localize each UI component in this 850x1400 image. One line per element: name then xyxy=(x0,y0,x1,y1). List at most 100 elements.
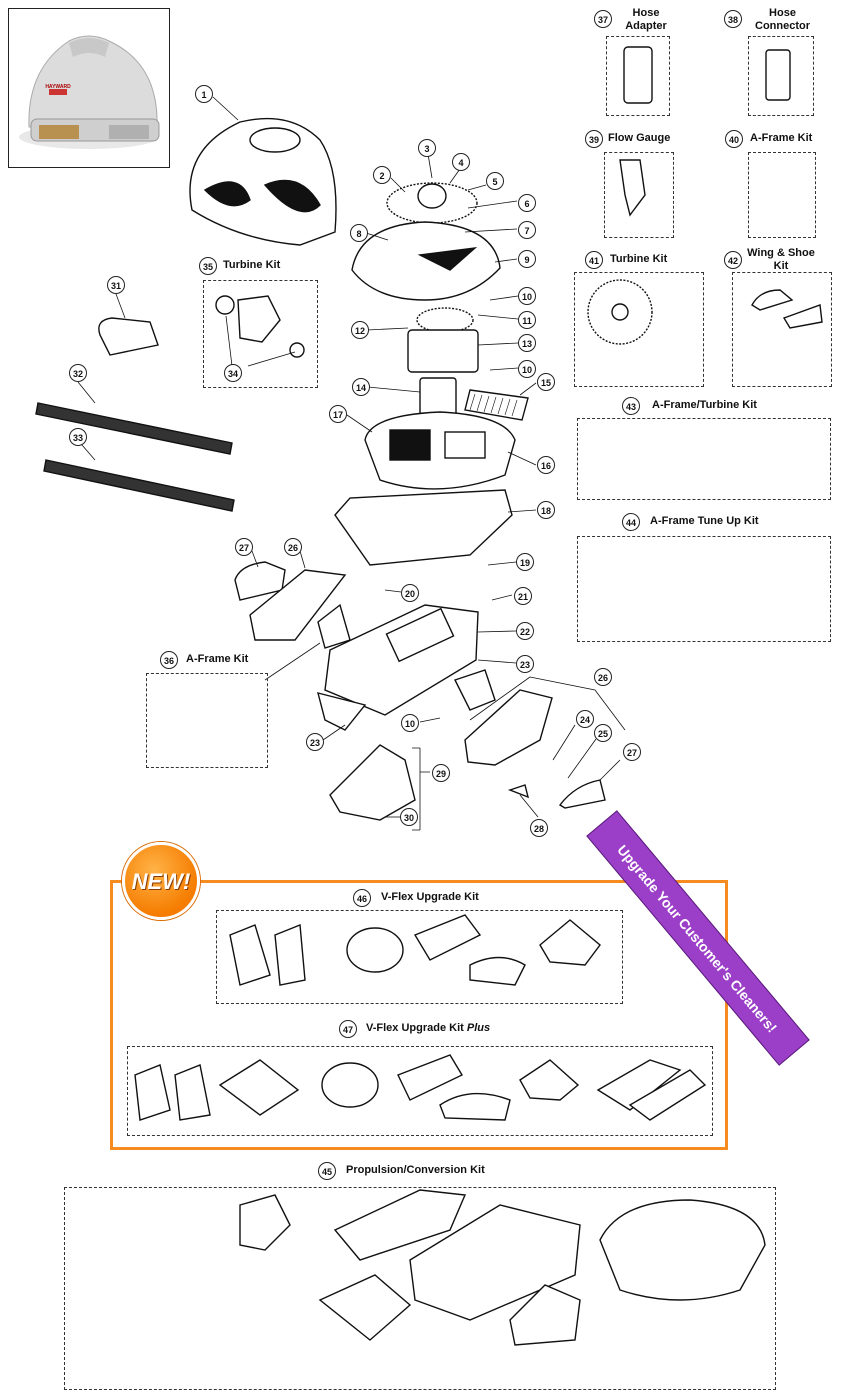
hose-part xyxy=(35,402,233,455)
kit-label-37: Hose Adapter xyxy=(625,7,667,32)
new-badge: NEW! xyxy=(122,842,200,920)
callout-16: 16 xyxy=(537,456,555,474)
callout-6: 6 xyxy=(518,194,536,212)
callout-4: 4 xyxy=(452,153,470,171)
callout-5: 5 xyxy=(486,172,504,190)
callout-25: 25 xyxy=(594,724,612,742)
upgrade-kits-frame xyxy=(110,880,728,1150)
callout-31: 31 xyxy=(107,276,125,294)
kit-label-41: Turbine Kit xyxy=(610,253,668,265)
product-photo: HAYWARD xyxy=(8,8,170,168)
kit-box-37 xyxy=(606,36,670,116)
kit-box-45 xyxy=(64,1187,776,1390)
kit-number-45: 45 xyxy=(318,1162,336,1180)
callout-12: 12 xyxy=(351,321,369,339)
callout-19: 19 xyxy=(516,553,534,571)
callout-18: 18 xyxy=(537,501,555,519)
kit-label-36: A-Frame Kit xyxy=(186,653,249,665)
callout-20: 20 xyxy=(401,584,419,602)
kit-number-46: 46 xyxy=(353,889,371,907)
kit-box-41 xyxy=(574,272,704,387)
callout-14: 14 xyxy=(352,378,370,396)
funnel-part xyxy=(329,744,416,821)
callout-10: 10 xyxy=(518,287,536,305)
wing-part xyxy=(234,561,286,601)
callout-34: 34 xyxy=(224,364,242,382)
callout-2: 2 xyxy=(373,166,391,184)
kit-label-43: A-Frame/Turbine Kit xyxy=(652,399,757,411)
kit-number-41: 41 xyxy=(585,251,603,269)
kit-number-35: 35 xyxy=(199,257,217,275)
callout-21: 21 xyxy=(514,587,532,605)
kit-box-44 xyxy=(577,536,831,642)
kit-box-36 xyxy=(146,673,268,768)
kit-label-46: V-Flex Upgrade Kit xyxy=(381,891,479,903)
kit-label-39: Flow Gauge xyxy=(608,132,671,144)
kit-number-40: 40 xyxy=(725,130,743,148)
kit-box-47 xyxy=(127,1046,713,1136)
callout-17: 17 xyxy=(329,405,347,423)
callout-29: 29 xyxy=(432,764,450,782)
grate-part xyxy=(464,389,529,421)
cover-part xyxy=(189,117,337,246)
shoe-part xyxy=(249,569,347,641)
callout-26: 26 xyxy=(284,538,302,556)
kit-box-46 xyxy=(216,910,623,1004)
brand-text: HAYWARD xyxy=(45,84,71,90)
bottom-housing-part xyxy=(364,411,516,490)
callout-3: 3 xyxy=(418,139,436,157)
callout-7: 7 xyxy=(518,221,536,239)
kit-number-42: 42 xyxy=(724,251,742,269)
callout-27: 27 xyxy=(623,743,641,761)
base-plate-part xyxy=(334,489,513,566)
kit-number-38: 38 xyxy=(724,10,742,28)
kit-number-43: 43 xyxy=(622,397,640,415)
callout-10: 10 xyxy=(518,360,536,378)
callout-22: 22 xyxy=(516,622,534,640)
kit-label-47: V-Flex Upgrade Kit Plus xyxy=(366,1022,490,1034)
callout-9: 9 xyxy=(518,250,536,268)
callout-15: 15 xyxy=(537,373,555,391)
kit-box-43 xyxy=(577,418,831,500)
callout-23: 23 xyxy=(306,733,324,751)
kit-number-36: 36 xyxy=(160,651,178,669)
callout-23: 23 xyxy=(516,655,534,673)
kit-box-35 xyxy=(203,280,318,388)
kit-number-39: 39 xyxy=(585,130,603,148)
callout-1: 1 xyxy=(195,85,213,103)
kit-label-42: Wing & Shoe Kit xyxy=(747,247,815,272)
callout-28: 28 xyxy=(530,819,548,837)
kit-box-38 xyxy=(748,36,814,116)
kit-box-42 xyxy=(732,272,832,387)
kit-label-40: A-Frame Kit xyxy=(750,132,813,144)
scoop-part xyxy=(317,692,367,731)
hose-adapter-part xyxy=(98,317,159,356)
top-housing-part xyxy=(351,221,501,301)
kit-number-37: 37 xyxy=(594,10,612,28)
pool-cleaner-photo: HAYWARD xyxy=(19,35,160,149)
kit-number-47: 47 xyxy=(339,1020,357,1038)
kit-label-38: Hose Connector xyxy=(755,7,810,32)
new-badge-text: NEW! xyxy=(131,869,191,894)
callout-26: 26 xyxy=(594,668,612,686)
callout-27: 27 xyxy=(235,538,253,556)
kit-number-44: 44 xyxy=(622,513,640,531)
turbine-housing-part xyxy=(407,329,479,373)
kit-label-47-plus: Plus xyxy=(466,1022,491,1034)
callout-10: 10 xyxy=(401,714,419,732)
kit-label-44: A-Frame Tune Up Kit xyxy=(650,515,759,527)
kit-label-45: Propulsion/Conversion Kit xyxy=(346,1164,485,1176)
callout-30: 30 xyxy=(400,808,418,826)
a-frame-part xyxy=(317,603,351,649)
kit-label-47-text: V-Flex Upgrade Kit xyxy=(366,1022,464,1034)
kit-box-39 xyxy=(604,152,674,238)
callout-33: 33 xyxy=(69,428,87,446)
callout-8: 8 xyxy=(350,224,368,242)
kit-label-35: Turbine Kit xyxy=(223,259,281,271)
callout-24: 24 xyxy=(576,710,594,728)
callout-13: 13 xyxy=(518,334,536,352)
callout-11: 11 xyxy=(518,311,536,329)
kit-box-40 xyxy=(748,152,816,238)
callout-32: 32 xyxy=(69,364,87,382)
